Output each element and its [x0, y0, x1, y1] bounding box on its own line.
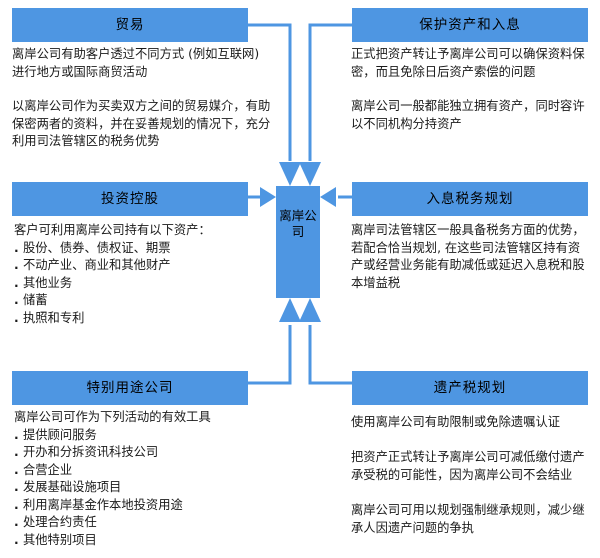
connector-asset-protection [308, 23, 352, 161]
center-node-offshore-company[interactable]: 离岸公司 [276, 186, 320, 298]
panel-list-special-purpose: 离岸公司可作为下列活动的有效工具 提供顾问服务 开办和分拆资讯科技公司 合营企业… [14, 409, 270, 549]
center-node-label: 离岸公司 [279, 208, 317, 239]
panel-text-income-tax-planning: 离岸司法管辖区一般具备税务方面的优势， 若配合恰当规划, 在这些司法管辖区持有资… [351, 223, 585, 290]
list-lead: 离岸公司可作为下列活动的有效工具 [14, 410, 211, 424]
panel-header-income-tax-planning[interactable]: 入息税务规划 [352, 182, 588, 216]
panel-text-trade-2: 以离岸公司作为买卖双方之间的贸易媒介，有助 保密两者的资料，并在妥善规划的情况下… [12, 99, 271, 148]
list-item: 合营企业 [14, 462, 270, 480]
list-item: 利用离岸基金作本地投资用途 [14, 497, 270, 515]
arrowhead-trade [279, 162, 301, 186]
arrowhead-investment-holding [260, 187, 276, 207]
list-item: 提供顾问服务 [14, 427, 270, 445]
arrowhead-estate-tax [299, 298, 321, 322]
list-item: 股份、债券、债权证、期票 [14, 240, 270, 258]
arrowhead-asset-protection [299, 162, 321, 186]
list-item: 处理合约责任 [14, 514, 270, 532]
list-lead: 客户可利用离岸公司持有以下资产： [14, 223, 211, 237]
panel-header-investment-holding[interactable]: 投资控股 [12, 182, 248, 216]
list-item: 不动产业、商业和其他财产 [14, 257, 270, 275]
panel-text-asset-protection-1: 正式把资产转让予离岸公司可以确保资料保 密，而且免除日后资产索偿的问题 [351, 47, 585, 79]
panel-text-estate-tax-2: 把资产正式转让予离岸公司可减低缴付遗产 承受税的可能性，因为离岸公司不会结业 [351, 450, 585, 482]
panel-text-estate-tax-3: 离岸公司可用以规划强制继承规则，减少继 承人因遗产问题的争执 [351, 503, 585, 535]
list-item: 发展基础设施项目 [14, 479, 270, 497]
list-item: 储蓄 [14, 292, 270, 310]
arrowhead-income-tax [320, 187, 336, 207]
arrowhead-special-purpose [279, 298, 301, 322]
panel-header-special-purpose[interactable]: 特别用途公司 [12, 371, 248, 405]
panel-header-estate-tax-planning[interactable]: 遗产税规划 [352, 371, 588, 405]
panel-header-asset-protection[interactable]: 保护资产和入息 [352, 8, 588, 42]
panel-list-investment-holding: 客户可利用离岸公司持有以下资产： 股份、债券、债权证、期票 不动产业、商业和其他… [14, 222, 270, 327]
list-item: 其他特别项目 [14, 532, 270, 550]
list-item: 其他业务 [14, 275, 270, 293]
panel-text-estate-tax-1: 使用离岸公司有助限制或免除遗嘱认证 [351, 415, 561, 429]
panel-text-trade-1: 离岸公司有助客户透过不同方式 (例如互联网) 进行地方或国际商贸活动 [12, 47, 260, 79]
panel-header-trade[interactable]: 贸易 [12, 8, 248, 42]
panel-text-asset-protection-2: 离岸公司一般都能独立拥有资产，同时容许 以不同机构分持资产 [351, 99, 585, 131]
list-item: 执照和专利 [14, 310, 270, 328]
list-item: 开办和分拆资讯科技公司 [14, 444, 270, 462]
